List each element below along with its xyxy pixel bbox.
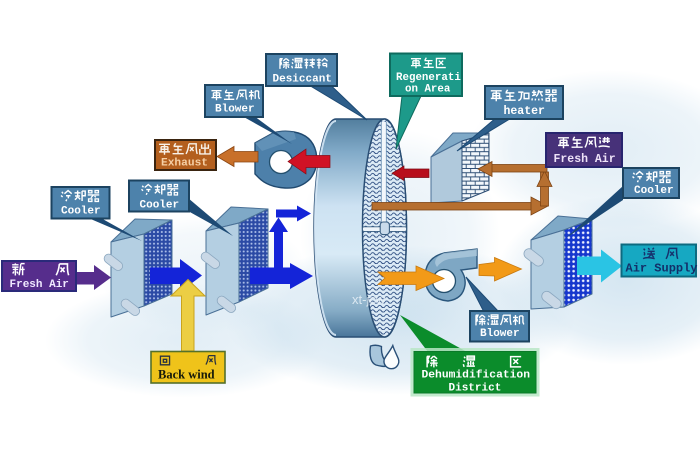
svg-text:Cooler: Cooler	[634, 185, 674, 197]
svg-text:Cooler: Cooler	[61, 206, 101, 218]
svg-text:Cooler: Cooler	[140, 200, 180, 212]
svg-text:Regenerati: Regenerati	[396, 72, 461, 84]
svg-text:Back wind: Back wind	[158, 368, 215, 382]
svg-text:xt-jcw: xt-jcw	[352, 292, 386, 307]
svg-text:Fresh Air: Fresh Air	[554, 153, 616, 166]
svg-text:heater: heater	[504, 105, 546, 118]
svg-text:Fresh Air: Fresh Air	[10, 279, 69, 291]
svg-text:Air Supply: Air Supply	[626, 262, 698, 276]
svg-text:Dehumidification: Dehumidification	[422, 370, 531, 382]
svg-text:Desiccant: Desiccant	[273, 74, 332, 86]
svg-text:District: District	[449, 383, 502, 395]
svg-text:Blower: Blower	[480, 328, 520, 340]
svg-text:on Area: on Area	[405, 84, 451, 96]
svg-text:Exhaust: Exhaust	[161, 158, 208, 170]
svg-text:Blower: Blower	[215, 104, 255, 116]
